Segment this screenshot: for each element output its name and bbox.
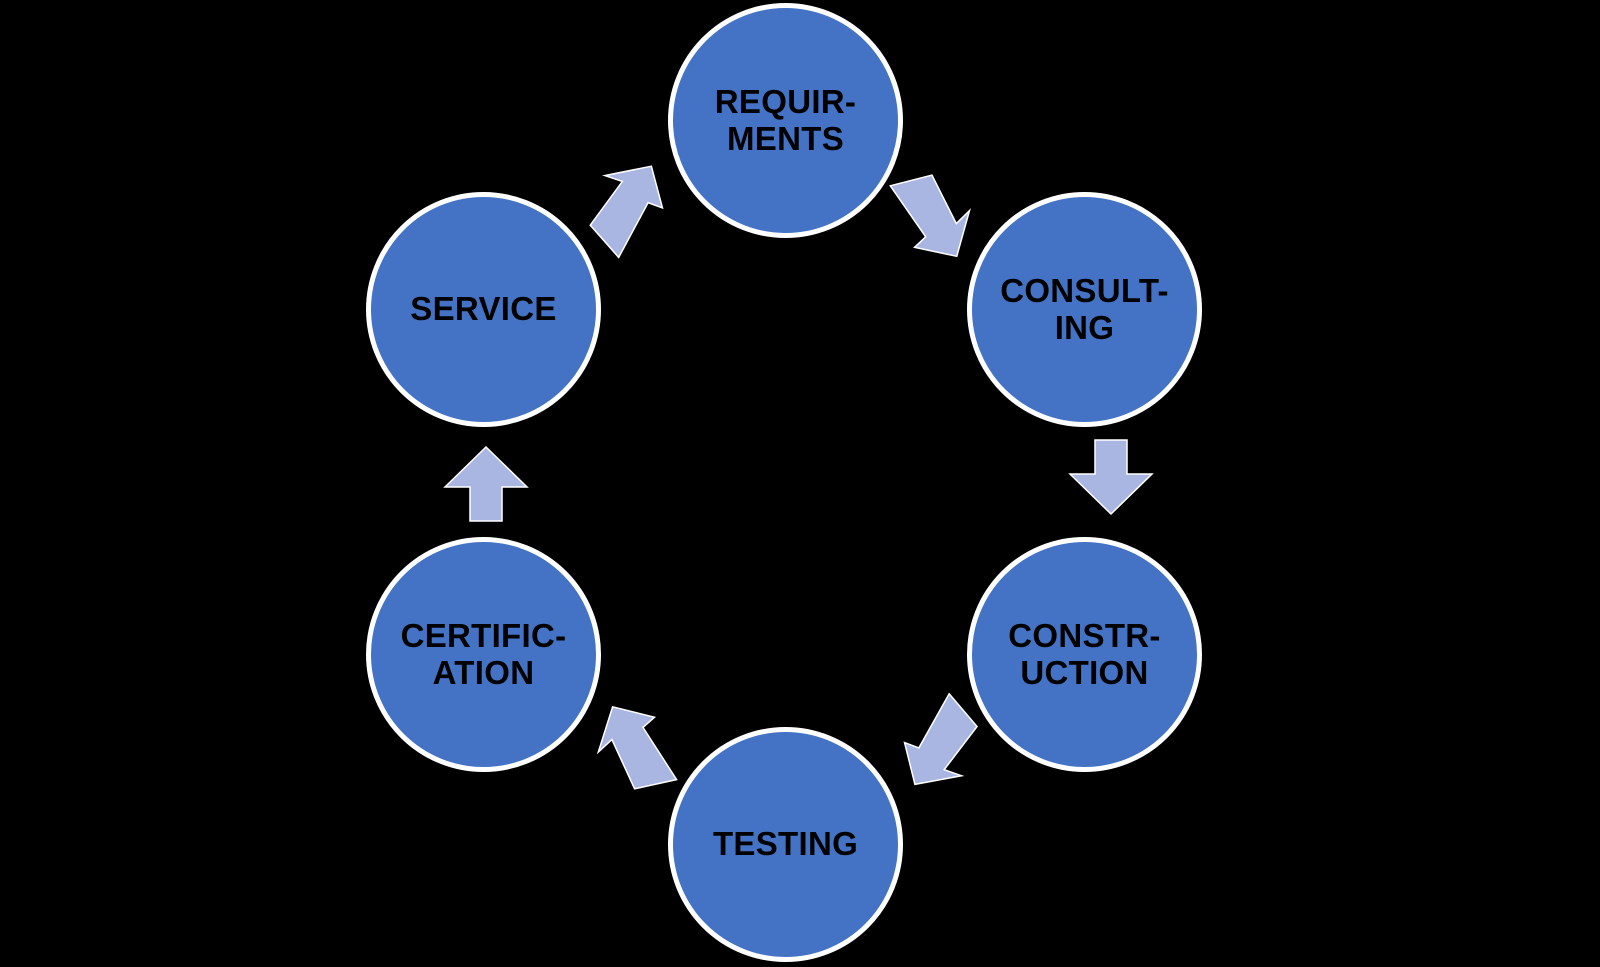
process-node-testing[interactable]: TESTING: [668, 727, 903, 962]
process-node-consulting-label: CONSULT- ING: [1000, 271, 1169, 346]
process-node-consulting[interactable]: CONSULT- ING: [967, 192, 1202, 427]
process-node-service[interactable]: SERVICE: [366, 192, 601, 427]
process-node-requirements-label: REQUIR- MENTS: [714, 82, 857, 157]
process-node-construction[interactable]: CONSTR- UCTION: [967, 537, 1202, 772]
process-node-certification-label: CERTIFIC- ATION: [400, 616, 567, 691]
process-node-requirements[interactable]: REQUIR- MENTS: [668, 3, 903, 238]
process-node-certification[interactable]: CERTIFIC- ATION: [366, 537, 601, 772]
arrow-consulting-to-construction-icon: [1068, 439, 1154, 516]
arrow-testing-to-certification-icon: [596, 700, 678, 795]
process-node-service-label: SERVICE: [410, 290, 557, 328]
arrow-construction-to-testing-icon: [898, 692, 980, 792]
arrow-requirements-to-consulting-icon: [889, 170, 972, 265]
process-node-testing-label: TESTING: [712, 825, 859, 863]
arrow-service-to-requirements-icon: [588, 160, 668, 259]
arrow-certification-to-service-icon: [441, 445, 531, 522]
process-node-construction-label: CONSTR- UCTION: [1008, 616, 1161, 691]
